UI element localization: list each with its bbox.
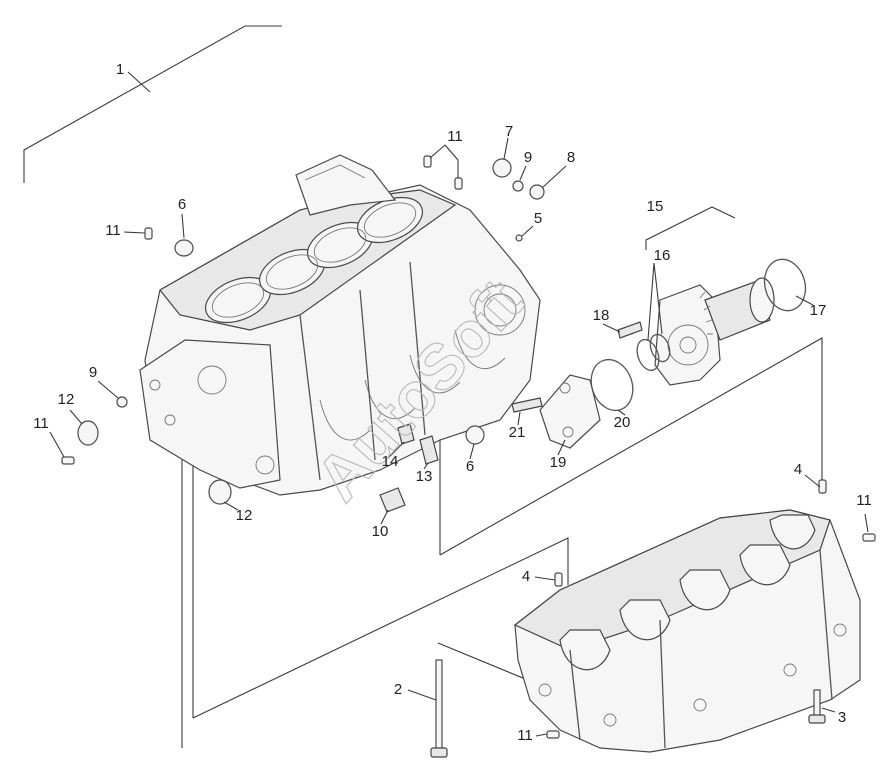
- assembly-bracket-lines: [23, 25, 823, 748]
- callout-4: 4: [794, 461, 802, 478]
- dowel-11c: [144, 227, 153, 240]
- lower-crankcase: [513, 509, 861, 753]
- callout-8: 8: [567, 149, 575, 166]
- callout-4: 4: [522, 568, 530, 585]
- callout-16: 16: [654, 247, 671, 264]
- rear-housing-assembly: [654, 277, 775, 386]
- callout-1: 1: [116, 61, 124, 78]
- cap-6b: [465, 425, 485, 445]
- snap-ring-16b: [649, 333, 671, 363]
- bolt-3: [813, 689, 821, 717]
- callout-14: 14: [382, 453, 399, 470]
- callout-15: 15: [647, 198, 664, 215]
- callout-18: 18: [593, 307, 610, 324]
- cap-7: [492, 158, 512, 178]
- long-bolt-2: [435, 659, 443, 751]
- callout-13: 13: [416, 468, 433, 485]
- bolt-21: [511, 397, 543, 413]
- snap-ring-16a: [636, 338, 660, 372]
- dowel-11e: [862, 533, 876, 542]
- callout-11: 11: [105, 222, 121, 239]
- callout-19: 19: [550, 454, 567, 471]
- callout-7: 7: [505, 123, 513, 140]
- dowel-11b: [454, 177, 463, 190]
- ball-5: [515, 234, 523, 242]
- callout-11: 11: [856, 492, 872, 509]
- callout-17: 17: [810, 302, 827, 319]
- callout-21: 21: [509, 424, 526, 441]
- seal-12a: [77, 420, 99, 446]
- callout-6: 6: [466, 458, 474, 475]
- callout-12: 12: [236, 507, 253, 524]
- callout-9: 9: [89, 364, 97, 381]
- bolt-18: [617, 321, 643, 339]
- seal-12b: [208, 479, 232, 505]
- o-ring-17: [763, 258, 807, 312]
- callout-9: 9: [524, 149, 532, 166]
- small-parts: [61, 155, 876, 758]
- plug-8: [529, 184, 545, 200]
- dowel-11a: [423, 155, 432, 168]
- callout-10: 10: [372, 523, 389, 540]
- callout-labels: 1 2 3 4 4 5 6 6 7 8 9 9 10 11 11 11 11 1…: [33, 61, 872, 744]
- cover-plate-19: [539, 374, 601, 449]
- callout-20: 20: [614, 414, 631, 431]
- callout-5: 5: [534, 210, 542, 227]
- dowel-11f: [546, 730, 560, 739]
- callout-11: 11: [517, 727, 533, 744]
- leader-lines: [49, 71, 869, 737]
- cap-6a: [174, 239, 194, 257]
- plug-13: [419, 435, 439, 465]
- plug-10: [379, 487, 406, 513]
- callout-2: 2: [394, 681, 402, 698]
- plug-9a: [512, 180, 524, 192]
- dowel-11d: [61, 456, 75, 465]
- callout-12: 12: [58, 391, 75, 408]
- plug-14: [397, 423, 415, 445]
- callout-3: 3: [838, 709, 846, 726]
- callout-11: 11: [33, 415, 49, 432]
- callout-6: 6: [178, 196, 186, 213]
- plug-9b: [116, 396, 128, 408]
- callout-11: 11: [447, 128, 463, 145]
- cylinder-block: [139, 154, 541, 496]
- dowel-4b: [554, 572, 563, 587]
